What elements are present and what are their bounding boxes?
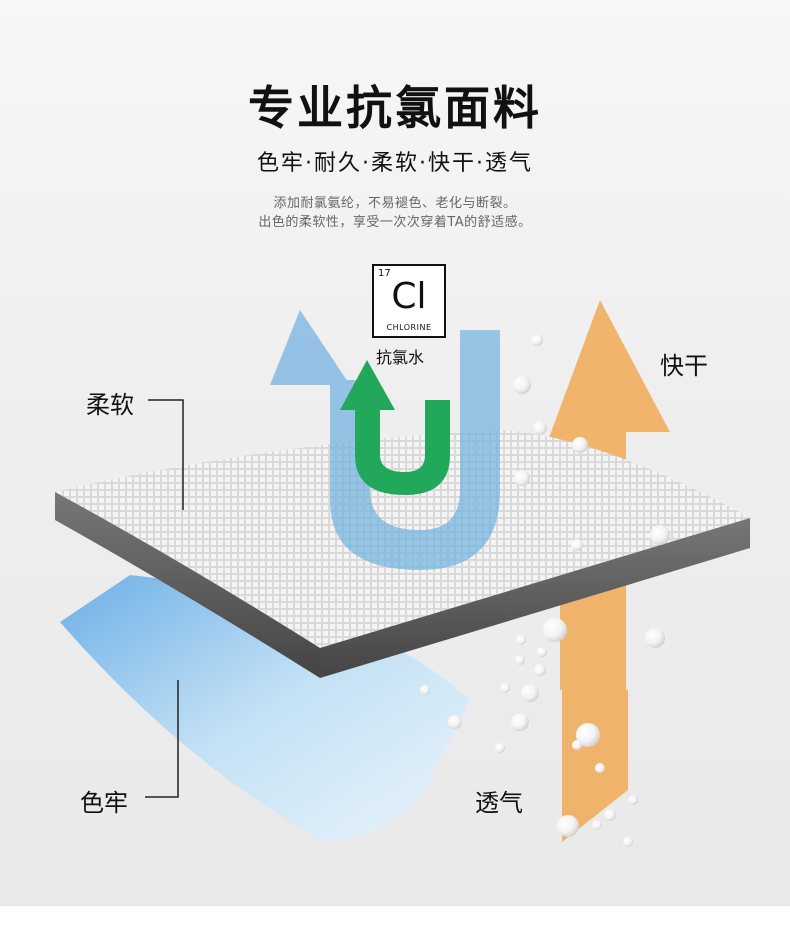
page-title: 专业抗氯面料 — [248, 81, 542, 135]
water-flow-arrow — [270, 310, 500, 570]
element-number: 17 — [378, 268, 391, 279]
element-name: CHLORINE — [386, 323, 432, 332]
breathable-label: 透气 — [475, 789, 523, 817]
chlorine-resistant-fabric-banner: 专业抗氯面料 色牢·耐久·柔软·快干·透气 添加耐氯氨纶，不易褪色、老化与断裂。… — [0, 0, 790, 906]
element-symbol: Cl — [391, 276, 427, 317]
colorfast-leader-line — [145, 680, 179, 798]
soft-label: 柔软 — [86, 391, 134, 419]
colorfast-label: 色牢 — [80, 789, 128, 817]
soft-leader-line — [148, 399, 184, 510]
anti-chlorine-label: 抗氯水 — [376, 348, 425, 367]
fabric-illustration — [55, 300, 750, 847]
mesh-fabric-edge-right — [320, 518, 750, 678]
chlorine-element-icon: 17 Cl CHLORINE — [372, 264, 446, 338]
quick-dry-label: 快干 — [660, 352, 708, 380]
feature-subtitle: 色牢·耐久·柔软·快干·透气 — [257, 151, 533, 176]
mesh-fabric-edge-left — [55, 492, 320, 678]
air-bubbles — [420, 334, 670, 847]
description-line-1: 添加耐氯氨纶，不易褪色、老化与断裂。 — [273, 196, 517, 211]
description-line-2: 出色的柔软性，享受一次次穿着TA的舒适感。 — [258, 215, 532, 230]
chlorine-resist-arrow — [340, 360, 450, 495]
